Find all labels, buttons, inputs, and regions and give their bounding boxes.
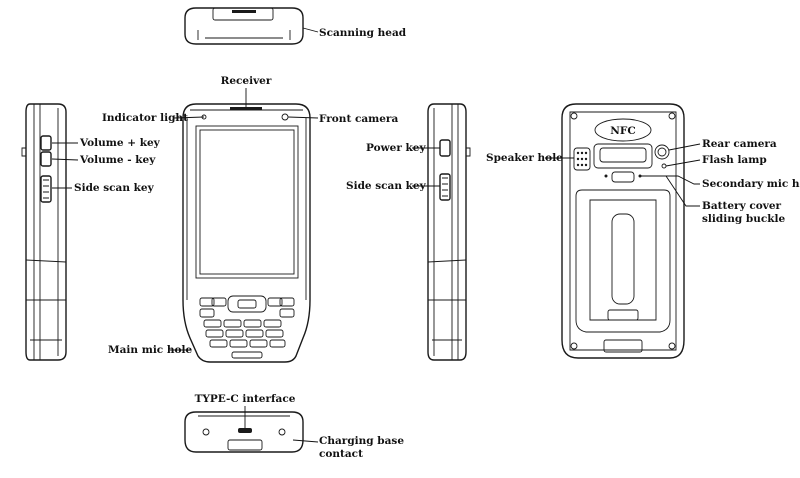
nfc-label: NFC	[610, 125, 635, 137]
bottom-view	[184, 411, 304, 453]
label-side-scan-right: Side scan key	[346, 180, 427, 192]
leader-lines	[51, 27, 701, 443]
rear-camera	[654, 144, 670, 160]
label-main-mic: Main mic hole	[108, 344, 192, 356]
label-rear-camera: Rear camera	[702, 138, 777, 150]
receiver-slot	[230, 107, 262, 110]
keypad	[199, 295, 295, 359]
label-receiver: Receiver	[221, 75, 272, 87]
right-side-view	[427, 103, 471, 361]
label-speaker-hole: Speaker hole	[486, 152, 563, 164]
label-volume-down: Volume - key	[79, 154, 156, 166]
labels: Scanning head Receiver Indicator light F…	[74, 27, 800, 460]
left-side-view	[21, 103, 67, 361]
label-charging-line1: Charging base	[319, 435, 404, 447]
label-charging-line2: contact	[319, 448, 363, 460]
label-side-scan-left: Side scan key	[74, 182, 155, 194]
label-secondary-mic: Secondary mic hole	[702, 178, 800, 190]
speaker-grille	[573, 147, 591, 171]
nfc-area	[594, 118, 652, 142]
label-flash-lamp: Flash lamp	[702, 154, 767, 166]
label-scanning-head: Scanning head	[319, 27, 407, 39]
label-type-c: TYPE-C interface	[195, 393, 296, 405]
top-view	[184, 7, 304, 45]
front-view	[182, 103, 311, 363]
label-battery-cover-line1: Battery cover	[702, 200, 782, 212]
type-c-port	[238, 428, 252, 433]
label-front-camera: Front camera	[319, 113, 398, 125]
label-indicator-light: Indicator light	[102, 112, 188, 124]
back-view: NFC	[561, 103, 685, 359]
label-power-key: Power key	[366, 142, 426, 154]
label-volume-up: Volume + key	[79, 137, 161, 149]
label-battery-cover-line2: sliding buckle	[702, 213, 785, 225]
secondary-mic	[638, 174, 642, 178]
